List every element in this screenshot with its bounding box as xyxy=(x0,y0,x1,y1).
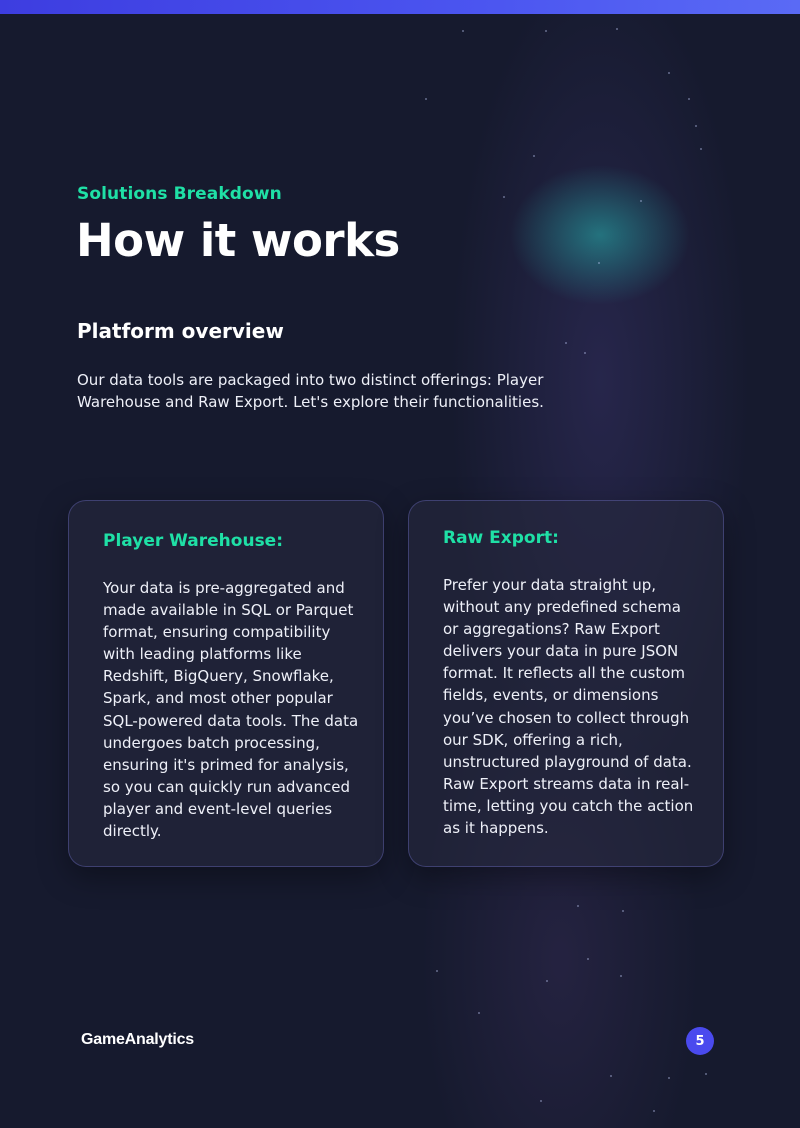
star xyxy=(668,1077,670,1079)
page-title: How it works xyxy=(76,214,400,267)
card-title: Raw Export: xyxy=(443,528,559,548)
star xyxy=(587,958,589,960)
star xyxy=(436,970,438,972)
section-eyebrow: Solutions Breakdown xyxy=(77,184,282,204)
star xyxy=(705,1073,707,1075)
star xyxy=(503,196,505,198)
star xyxy=(700,148,702,150)
card-title: Player Warehouse: xyxy=(103,531,284,551)
star xyxy=(620,975,622,977)
star xyxy=(546,980,548,982)
star xyxy=(598,262,600,264)
star xyxy=(545,30,547,32)
star xyxy=(462,30,464,32)
star xyxy=(616,28,618,30)
card-body: Your data is pre-aggregated and made ava… xyxy=(103,579,359,841)
star xyxy=(565,342,567,344)
overview-heading: Platform overview xyxy=(77,319,284,343)
star xyxy=(425,98,427,100)
star xyxy=(533,155,535,157)
star xyxy=(584,352,586,354)
star xyxy=(688,98,690,100)
star xyxy=(653,1110,655,1112)
star xyxy=(695,125,697,127)
gameanalytics-logo: GameAnalytics xyxy=(81,1031,195,1048)
star xyxy=(610,1075,612,1077)
top-accent-bar xyxy=(0,0,800,14)
star xyxy=(478,1012,480,1014)
player-warehouse-card: Player Warehouse: Your data is pre-aggre… xyxy=(68,500,384,867)
star xyxy=(640,200,642,202)
overview-body: Our data tools are packaged into two dis… xyxy=(77,371,544,411)
card-body: Prefer your data straight up, without an… xyxy=(443,576,694,838)
star xyxy=(577,905,579,907)
star xyxy=(668,72,670,74)
raw-export-card: Raw Export: Prefer your data straight up… xyxy=(408,500,724,867)
star xyxy=(540,1100,542,1102)
page-number-badge: 5 xyxy=(686,1027,714,1055)
star xyxy=(622,910,624,912)
